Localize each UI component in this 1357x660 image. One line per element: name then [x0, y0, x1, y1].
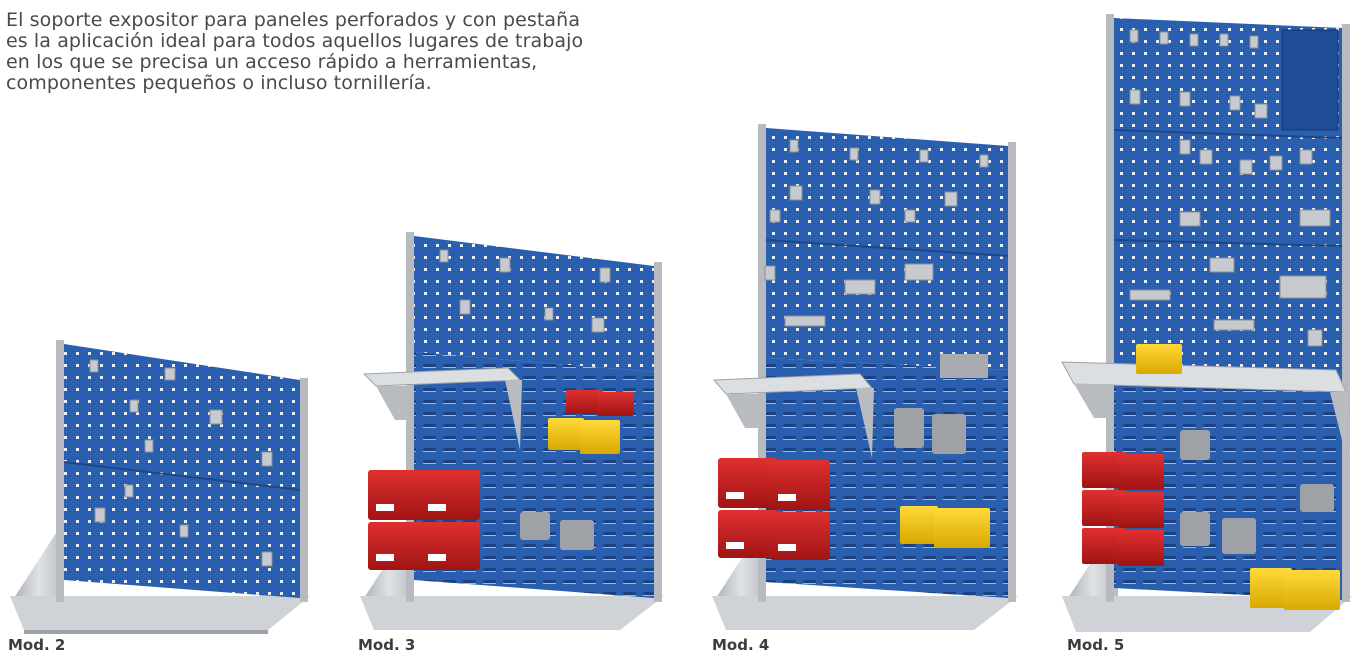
- tool-holder: [940, 354, 988, 378]
- model-label-mod-4: Mod. 4: [712, 636, 770, 654]
- tool-hooks: [764, 139, 989, 327]
- storage-bins-yellow: [1250, 568, 1340, 610]
- stand-mod-4: [712, 124, 1018, 630]
- storage-bins-yellow: [548, 418, 620, 454]
- base-tray: [10, 596, 310, 630]
- stand-mod-2: [10, 340, 310, 634]
- base-tray: [360, 596, 664, 630]
- intro-line: es la aplicación ideal para todos aquell…: [6, 30, 584, 52]
- tool-holders: [520, 512, 594, 550]
- storage-bins-red: [718, 458, 830, 560]
- tool-holders: [1180, 430, 1334, 554]
- model-label-mod-2: Mod. 2: [8, 636, 66, 654]
- upright-post: [1008, 142, 1016, 602]
- storage-bins-yellow: [900, 506, 990, 548]
- upright-post: [1106, 14, 1114, 602]
- tool-hooks: [1129, 29, 1331, 347]
- upright-post: [56, 340, 64, 602]
- intro-line: componentes pequeños o incluso torniller…: [6, 72, 432, 94]
- intro-line: en los que se precisa un acceso rápido a…: [6, 51, 538, 73]
- tool-hooks: [89, 359, 273, 567]
- model-label-mod-5: Mod. 5: [1067, 636, 1125, 654]
- upright-post: [1342, 24, 1350, 602]
- tool-holders: [894, 408, 966, 454]
- model-label-mod-3: Mod. 3: [358, 636, 416, 654]
- upright-post: [654, 262, 662, 602]
- storage-bins-red: [368, 390, 634, 570]
- intro-text: El soporte expositor para paneles perfor…: [6, 10, 706, 94]
- intro-line: El soporte expositor para paneles perfor…: [6, 9, 581, 31]
- tool-hooks: [439, 249, 611, 333]
- upright-post: [300, 378, 308, 602]
- storage-bin-yellow: [1136, 344, 1182, 374]
- storage-bins-red: [1082, 452, 1164, 566]
- upright-post: [758, 124, 766, 602]
- base-tray: [712, 596, 1018, 630]
- document-holder: [1281, 29, 1339, 131]
- side-leg: [14, 530, 64, 598]
- stand-mod-5: [1061, 14, 1352, 632]
- stand-mod-3: [360, 232, 664, 630]
